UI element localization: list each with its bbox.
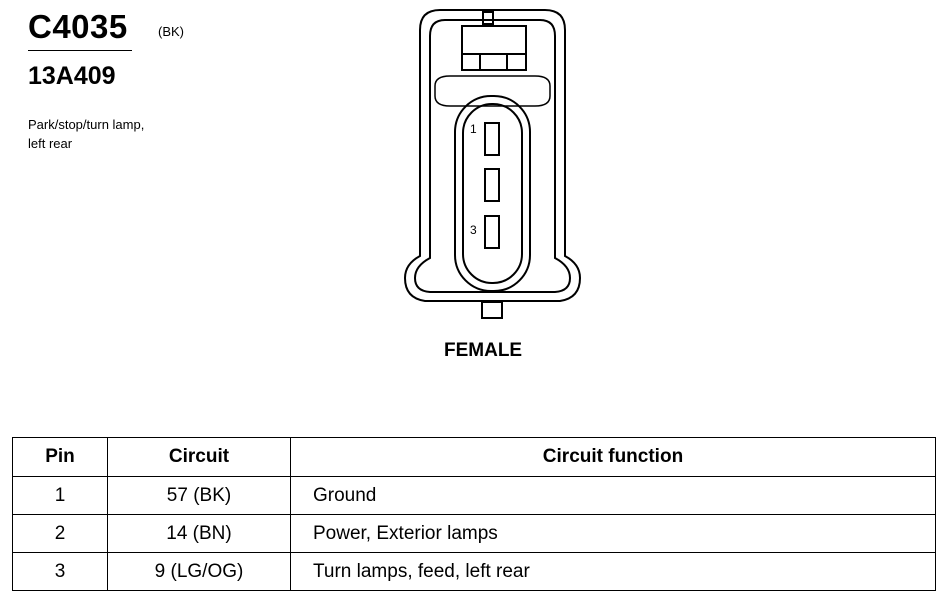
housing-ridge — [434, 75, 551, 107]
housing-outer — [403, 9, 582, 302]
header-pin: Pin — [12, 437, 108, 477]
housing-inner — [413, 19, 572, 293]
description-line-1: Park/stop/turn lamp, — [28, 117, 145, 132]
pin-cavity-inner — [462, 103, 523, 284]
pinout-table: Pin Circuit Circuit function 1 57 (BK) G… — [12, 437, 936, 591]
connector-id: C4035 — [28, 8, 128, 45]
pin-terminal-3 — [484, 215, 500, 249]
cell-circuit: 57 (BK) — [107, 476, 291, 515]
table-header-row: Pin Circuit Circuit function — [12, 437, 936, 477]
pin-label-1: 1 — [470, 122, 477, 136]
pin-terminal-1 — [484, 122, 500, 156]
header-circuit-function: Circuit function — [290, 437, 936, 477]
pin-label-3: 3 — [470, 223, 477, 237]
cell-function: Turn lamps, feed, left rear — [290, 552, 936, 591]
bottom-key — [481, 301, 503, 319]
connector-face-drawing: 1 3 — [403, 9, 582, 319]
description-line-2: left rear — [28, 136, 73, 151]
connector-gender-label: FEMALE — [444, 340, 523, 361]
lock-tab — [461, 25, 527, 71]
table-row: 1 57 (BK) Ground — [12, 476, 936, 515]
pin-terminal-2 — [484, 168, 500, 202]
header-circuit: Circuit — [107, 437, 291, 477]
lock-tab-post — [482, 11, 494, 25]
table-row: 3 9 (LG/OG) Turn lamps, feed, left rear — [12, 552, 936, 591]
cell-pin: 3 — [12, 552, 108, 591]
cell-function: Power, Exterior lamps — [290, 514, 936, 553]
connector-id-underline — [28, 50, 132, 51]
cell-function: Ground — [290, 476, 936, 515]
connector-description: Park/stop/turn lamp, left rear — [28, 115, 144, 153]
cell-circuit: 14 (BN) — [107, 514, 291, 553]
pin-cavity-outer — [454, 95, 531, 292]
cell-pin: 2 — [12, 514, 108, 553]
part-number: 13A409 — [28, 62, 116, 90]
table-row: 2 14 (BN) Power, Exterior lamps — [12, 514, 936, 553]
cell-circuit: 9 (LG/OG) — [107, 552, 291, 591]
connector-color-code: (BK) — [158, 24, 184, 39]
cell-pin: 1 — [12, 476, 108, 515]
